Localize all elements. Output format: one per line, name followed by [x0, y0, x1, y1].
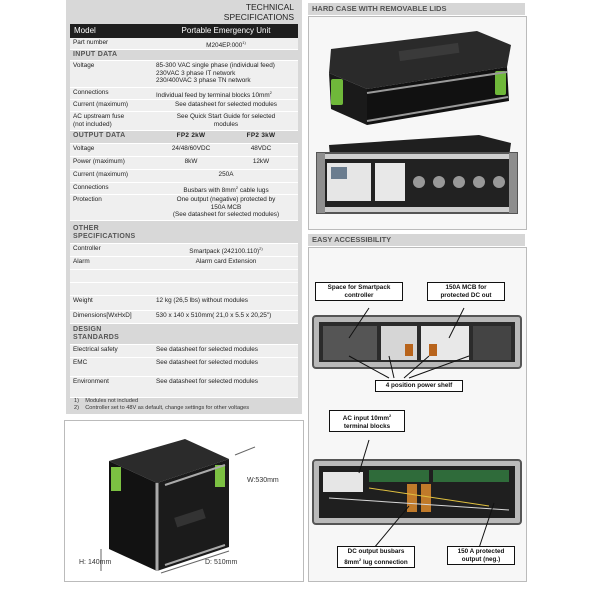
- part-number-label: Part number: [73, 39, 109, 46]
- power-shelf-image: [312, 315, 522, 369]
- input-connections-label: Connections: [73, 89, 109, 96]
- environment-value: See datasheet for selected modules: [156, 378, 258, 385]
- case-image: [109, 439, 229, 571]
- case-height-label: H: 140mm: [79, 559, 112, 566]
- row-ac-fuse: AC upstream fuse(not included) See Quick…: [70, 112, 298, 131]
- model-header: Model Portable Emergency Unit: [70, 24, 298, 38]
- output-voltage-label: Voltage: [73, 145, 95, 152]
- row-environment: Environment See datasheet for selected m…: [70, 377, 298, 398]
- row-input-current: Current (maximum) See datasheet for sele…: [70, 100, 298, 112]
- output-current-label: Current (maximum): [73, 171, 129, 178]
- row-output-voltage: Voltage 24/48/60VDC 48VDC: [70, 144, 298, 157]
- environment-label: Environment: [73, 378, 109, 385]
- section-input-data: INPUT DATA: [70, 50, 298, 61]
- row-alarm: Alarm Alarm card Extension: [70, 257, 298, 270]
- row-emc: EMC See datasheet for selected modules: [70, 358, 298, 377]
- input-voltage-value: 85-300 VAC single phase (individual feed…: [156, 62, 275, 85]
- callout-dc-busbars: DC output busbars 8mm2 lug connection: [337, 546, 415, 569]
- row-dimensions: Dimensions[WxHxD] 530 x 140 x 510mm( 21,…: [70, 311, 298, 324]
- case-depth-label: D: 510mm: [205, 559, 238, 566]
- model-label: Model: [74, 26, 96, 35]
- spec-rows: Part number M204EP.0001) INPUT DATA Volt…: [70, 38, 298, 398]
- output-voltage-3kw: 48VDC: [250, 145, 272, 152]
- callout-power-shelf: 4 position power shelf: [375, 380, 463, 392]
- dimensions-value: 530 x 140 x 510mm( 21,0 x 5.5 x 20,25"): [156, 312, 272, 319]
- spec-title: TECHNICAL SPECIFICATIONS: [224, 2, 294, 22]
- output-voltage-2kw: 24/48/60VDC: [171, 145, 211, 152]
- case-width-label: W:530mm: [247, 477, 279, 484]
- electrical-safety-label: Electrical safety: [73, 346, 118, 353]
- alarm-value: Alarm card Extension: [195, 258, 257, 265]
- row-output-current: Current (maximum) 250A: [70, 170, 298, 183]
- spec-title-line1: TECHNICAL: [245, 2, 294, 12]
- case-dimension-frame: W:530mm H: 140mm D: 510mm: [64, 420, 304, 582]
- alarm-label: Alarm: [73, 258, 90, 265]
- row-input-connections: Connections Individual feed by terminal …: [70, 88, 298, 100]
- row-protection: Protection One output (negative) protect…: [70, 195, 298, 221]
- output-power-2kw: 8kW: [184, 158, 198, 165]
- controller-label: Controller: [73, 245, 101, 252]
- easy-access-photos: [312, 307, 522, 549]
- output-connections-value: Busbars with 8mm2 cable lugs: [183, 185, 269, 195]
- input-current-label: Current (maximum): [73, 101, 129, 108]
- section-output-title: OUTPUT DATA: [73, 132, 126, 139]
- weight-value: 12 kg (26,5 lbs) without modules: [156, 297, 249, 304]
- row-part-number: Part number M204EP.0001): [70, 38, 298, 50]
- emc-label: EMC: [73, 359, 88, 366]
- output-power-label: Power (maximum): [73, 158, 125, 165]
- row-weight: Weight 12 kg (26,5 lbs) without modules: [70, 296, 298, 311]
- row-empty-1: [70, 270, 298, 283]
- part-number-value: M204EP.0001): [206, 40, 246, 50]
- open-case-front-image: [316, 135, 518, 214]
- emc-value: See datasheet for selected modules: [156, 359, 258, 366]
- dimensions-label: Dimensions[WxHxD]: [73, 312, 132, 319]
- spec-title-line2: SPECIFICATIONS: [223, 12, 294, 22]
- row-output-power: Power (maximum) 8kW 12kW: [70, 157, 298, 170]
- hard-case-photo-frame: [308, 16, 527, 230]
- section-output-data: OUTPUT DATA FP2 2kW FP2 3kW: [70, 131, 298, 144]
- section-input-title: INPUT DATA: [73, 51, 118, 58]
- hard-case-photos: [316, 31, 518, 214]
- case-dimension-drawing: [100, 439, 256, 574]
- callout-ac-input: AC input 10mm2 terminal blocks: [329, 410, 405, 433]
- row-controller: Controller Smartpack (242100.110)2): [70, 244, 298, 257]
- footnotes: 1) Modules not included 2) Controller se…: [74, 398, 249, 412]
- hard-case-heading: HARD CASE WITH REMOVABLE LIDS: [308, 3, 525, 15]
- output-connections-label: Connections: [73, 184, 109, 191]
- output-col-fp2-2kw: FP2 2kW: [176, 132, 206, 139]
- spec-panel: TECHNICAL SPECIFICATIONS Model Portable …: [66, 0, 302, 414]
- rear-terminal-image: [312, 459, 522, 525]
- input-connections-value: Individual feed by terminal blocks 10mm2: [156, 90, 272, 100]
- input-voltage-label: Voltage: [73, 62, 95, 69]
- protection-label: Protection: [73, 196, 102, 203]
- row-empty-2: [70, 283, 298, 296]
- electrical-safety-value: See datasheet for selected modules: [156, 346, 258, 353]
- controller-value: Smartpack (242100.110)2): [189, 246, 263, 256]
- row-output-connections: Connections Busbars with 8mm2 cable lugs: [70, 183, 298, 195]
- output-col-fp2-3kw: FP2 3kW: [246, 132, 276, 139]
- model-value: Portable Emergency Unit: [181, 26, 271, 35]
- footnote-2: 2) Controller set to 48V as default, cha…: [74, 405, 250, 411]
- footnote-1: 1) Modules not included: [74, 398, 139, 404]
- closed-case-image: [329, 31, 511, 125]
- row-electrical-safety: Electrical safety See datasheet for sele…: [70, 345, 298, 358]
- ac-fuse-label: AC upstream fuse(not included): [73, 113, 125, 128]
- input-current-value: See datasheet for selected modules: [175, 101, 277, 108]
- row-input-voltage: Voltage 85-300 VAC single phase (individ…: [70, 61, 298, 88]
- output-current-value: 250A: [218, 171, 234, 178]
- weight-label: Weight: [73, 297, 93, 304]
- easy-access-heading: EASY ACCESSIBILITY: [308, 234, 525, 246]
- output-power-3kw: 12kW: [252, 158, 270, 165]
